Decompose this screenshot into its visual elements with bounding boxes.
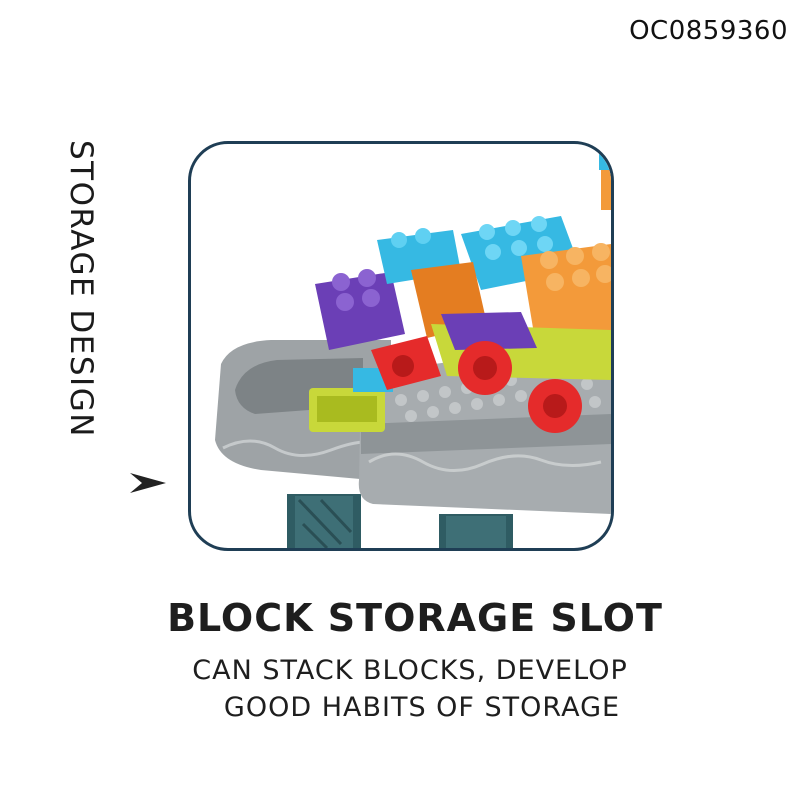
table-legs [287, 494, 513, 548]
block-table-illustration [215, 154, 611, 548]
side-label-text: STORAGE DESIGN [63, 140, 99, 438]
toy-car [371, 312, 611, 433]
description-line-1: CAN STACK BLOCKS, DEVELOP [192, 655, 628, 686]
product-photo-frame [188, 141, 614, 551]
product-code: OC0859360 [629, 16, 788, 46]
headline: BLOCK STORAGE SLOT [167, 596, 663, 640]
orange-blocks [411, 154, 611, 354]
arrowhead-right-icon [130, 473, 166, 493]
purple-block [315, 269, 405, 350]
description-line-2: GOOD HABITS OF STORAGE [223, 692, 621, 723]
side-label: STORAGE DESIGN [59, 140, 99, 470]
